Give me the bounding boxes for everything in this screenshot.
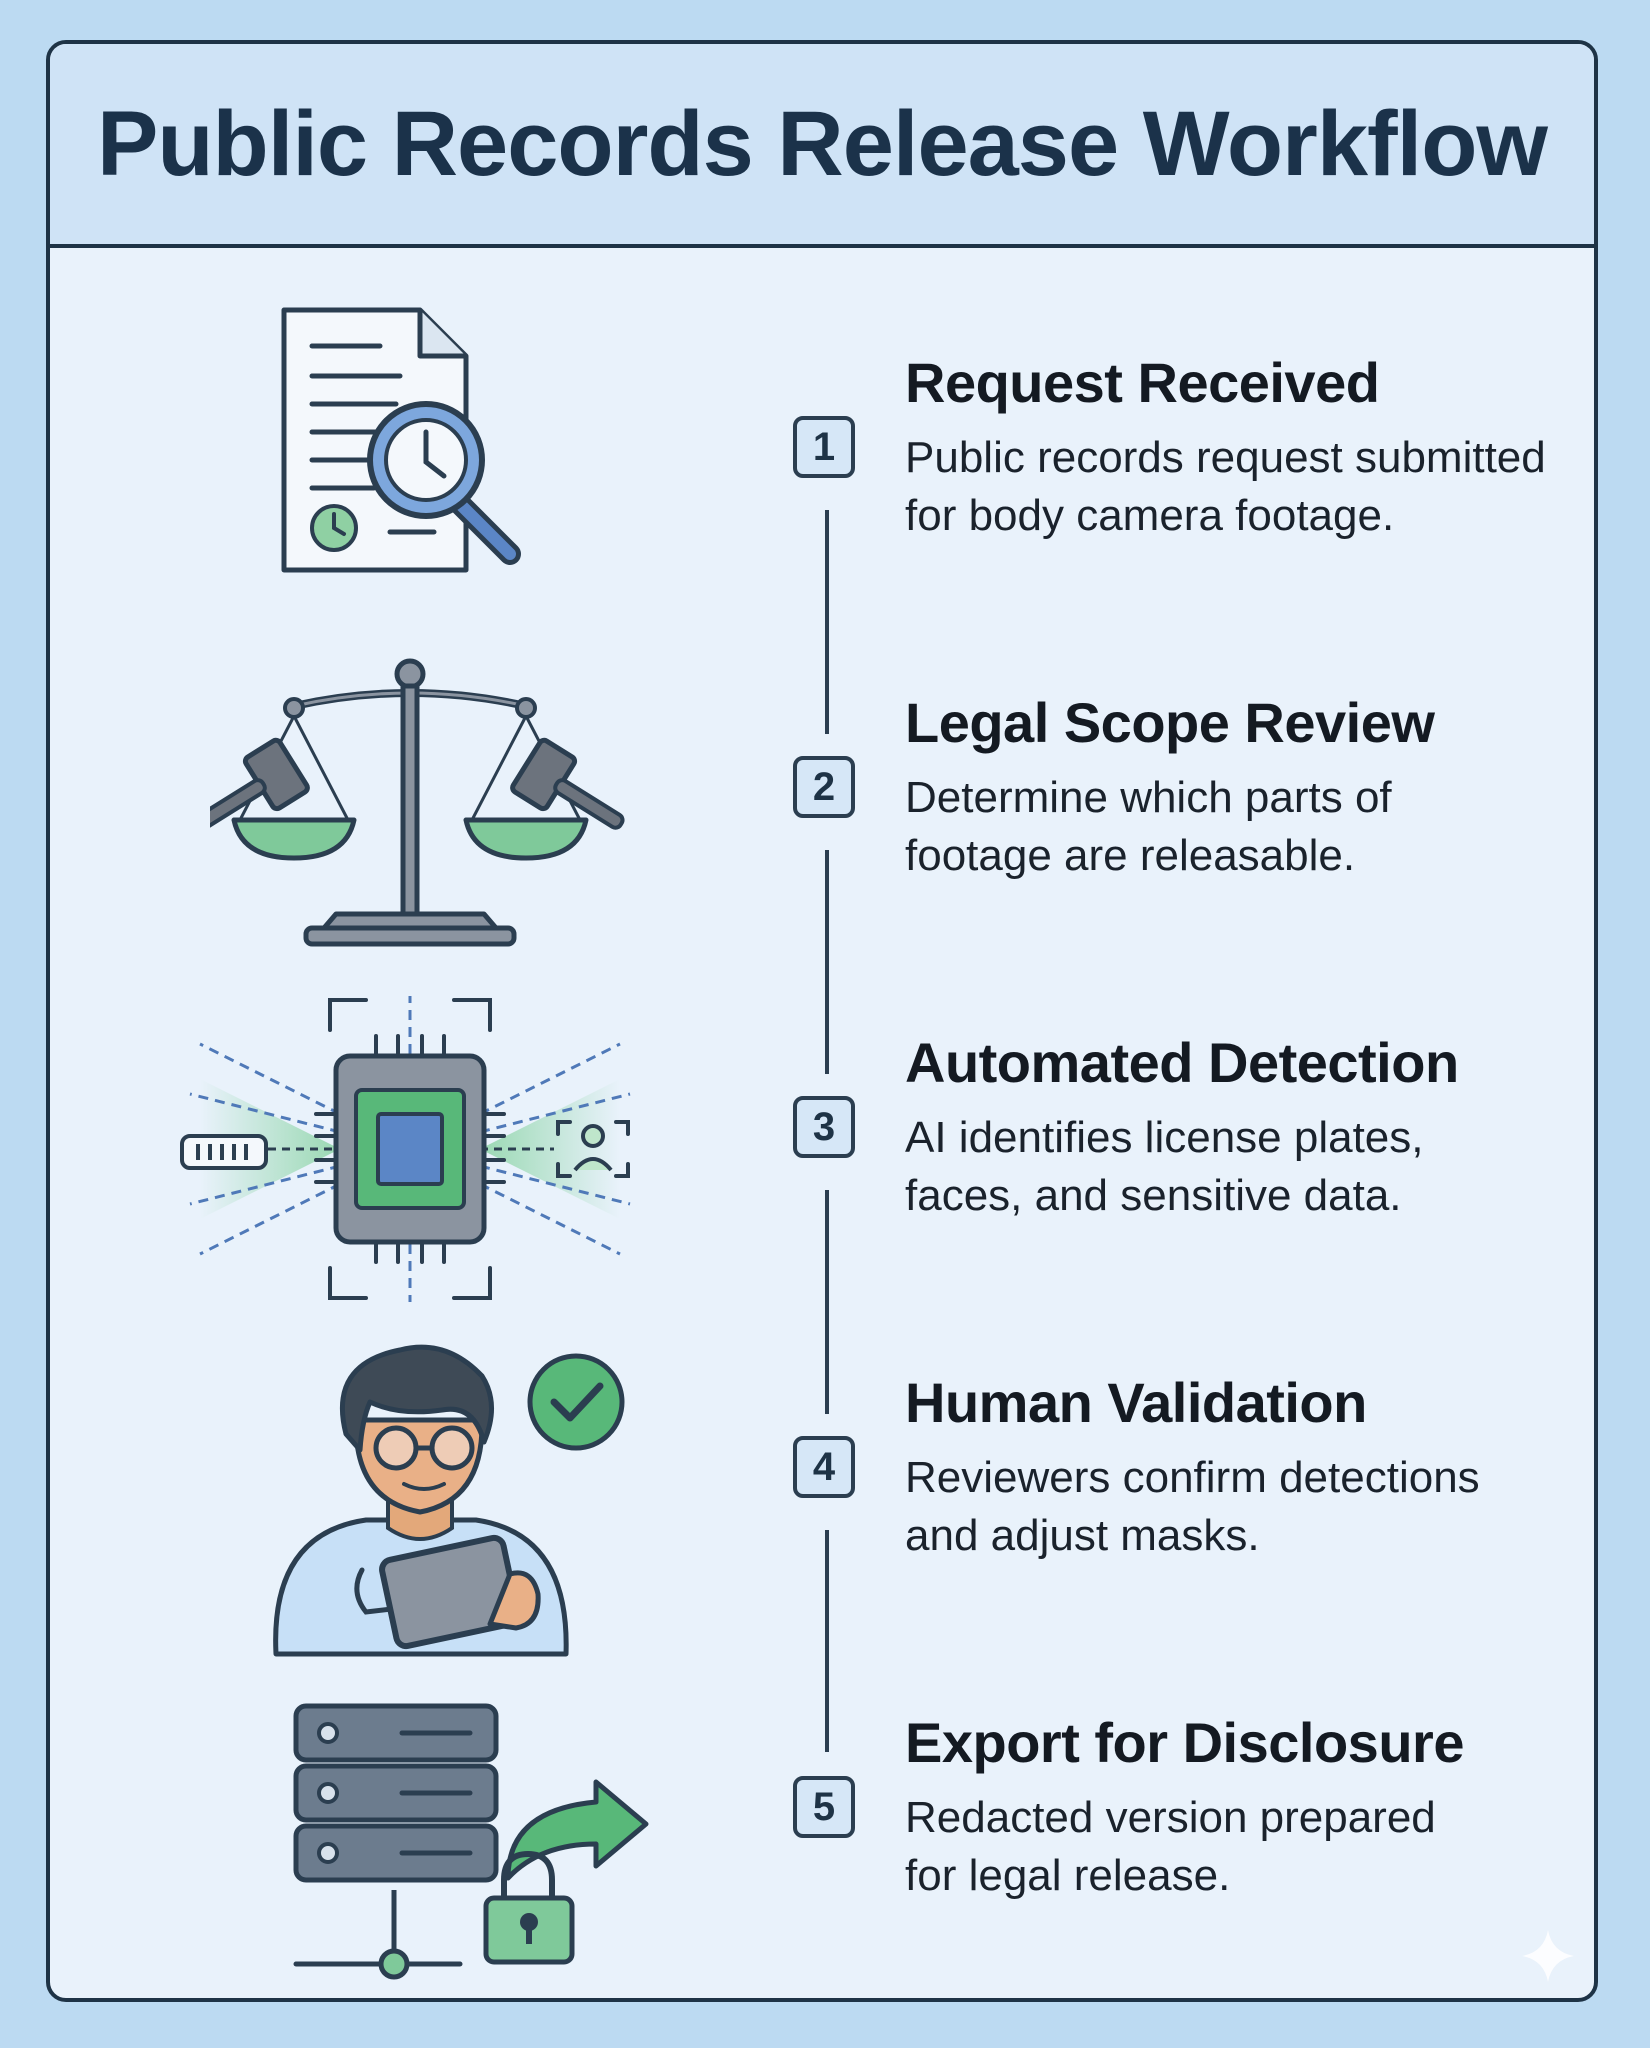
page-title: Public Records Release Workflow [97,92,1548,195]
step-description-line: and adjust masks. [905,1511,1260,1560]
step-request-received: Request Received Public records request … [905,350,1594,545]
step-description-line: for legal release. [905,1851,1231,1900]
step-title: Request Received [905,351,1380,414]
step-number-badge: 3 [793,1096,855,1158]
step-description: Determine which parts of footage are rel… [905,769,1594,885]
step-description-line: Determine which parts of [905,773,1392,822]
step-number-badge: 1 [793,416,855,478]
step-description-line: Reviewers confirm detections [905,1453,1480,1502]
timeline-connector [825,510,829,734]
secure-server-export-icon [293,1703,649,1980]
step-title: Legal Scope Review [905,691,1435,754]
document-search-icon [281,307,521,573]
ai-chip-scan-icon [180,996,631,1302]
step-title: Automated Detection [905,1031,1459,1094]
step-description-line: Public records request submitted [905,433,1546,482]
step-legal-scope-review: Legal Scope Review Determine which parts… [905,690,1594,885]
timeline-connector [825,1530,829,1752]
step-description: Public records request submitted for bod… [905,429,1594,545]
step-title: Human Validation [905,1371,1367,1434]
timeline-connector [825,1190,829,1414]
timeline-connector [825,850,829,1074]
step-description-line: faces, and sensitive data. [905,1171,1402,1220]
step-description-line: Redacted version prepared [905,1793,1436,1842]
step-description: Redacted version prepared for legal rele… [905,1789,1594,1905]
step-human-validation: Human Validation Reviewers confirm detec… [905,1370,1594,1565]
workflow-panel: Public Records Release Workflow 1 2 3 4 … [46,40,1598,2002]
sparkle-icon [1522,1930,1574,1982]
step-description-line: AI identifies license plates, [905,1113,1424,1162]
step-number-badge: 2 [793,756,855,818]
step-title: Export for Disclosure [905,1711,1464,1774]
step-number-badge: 4 [793,1436,855,1498]
step-description-line: footage are releasable. [905,831,1356,880]
scales-of-justice-icon [210,658,625,947]
reviewer-tablet-icon [273,1344,625,1657]
step-automated-detection: Automated Detection AI identifies licens… [905,1030,1594,1225]
step-description: Reviewers confirm detections and adjust … [905,1449,1594,1565]
header-bar: Public Records Release Workflow [50,44,1594,248]
step-number-badge: 5 [793,1776,855,1838]
step-export-for-disclosure: Export for Disclosure Redacted version p… [905,1710,1594,1905]
step-description-line: for body camera footage. [905,491,1395,540]
step-description: AI identifies license plates, faces, and… [905,1109,1594,1225]
